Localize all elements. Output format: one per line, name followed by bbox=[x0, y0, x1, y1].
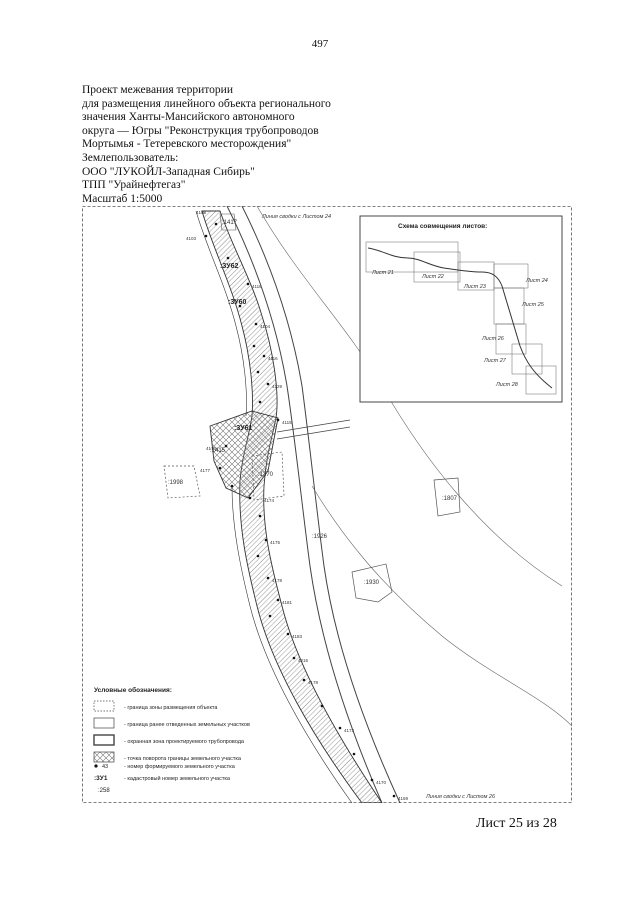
point-label: 4178 bbox=[308, 680, 319, 685]
parcel-label: :3У62 bbox=[220, 263, 238, 270]
parcel-outline bbox=[433, 477, 461, 517]
point-label: 4177 bbox=[200, 468, 211, 473]
header-line: значения Ханты-Мансийского автономного bbox=[82, 111, 295, 124]
legend-symbol-label: :258 bbox=[98, 788, 110, 794]
point-label: 4105 bbox=[196, 210, 207, 215]
point-label: 4173 bbox=[344, 728, 355, 733]
crossing-road bbox=[276, 419, 351, 433]
point-label: 4103 bbox=[186, 236, 197, 241]
join-line-bottom: Линия сводки с Листом 26 bbox=[425, 794, 496, 800]
point-label: 4176 bbox=[206, 446, 217, 451]
join-line-top: Линия сводки с Листом 24 bbox=[261, 214, 331, 220]
cadastral-label: :1417 bbox=[222, 220, 238, 226]
cadastral-label: :1415 bbox=[210, 448, 226, 454]
legend-symbol-point bbox=[94, 764, 98, 768]
point-label: 4175 bbox=[270, 540, 281, 545]
legend-symbol-solid bbox=[93, 717, 115, 729]
point-label: 4104 bbox=[260, 324, 271, 329]
cadastral-label: :1370 bbox=[258, 472, 274, 478]
point-label: 4181 bbox=[282, 600, 293, 605]
inset-sheet-label: Лист 24 bbox=[525, 278, 548, 284]
point-label: 4116 bbox=[268, 356, 278, 361]
document-header: Проект межевания территории для размещен… bbox=[82, 84, 382, 206]
header-line: Проект межевания территории bbox=[82, 84, 233, 96]
point-label: 4215 bbox=[298, 658, 309, 663]
guard-line bbox=[195, 210, 247, 417]
inset-sheet-label: Лист 27 bbox=[483, 358, 507, 364]
header-line: Землепользователь: bbox=[82, 151, 179, 164]
legend-text: - номер формируемого земельного участка bbox=[124, 764, 236, 770]
pipeline-corridor bbox=[201, 210, 383, 803]
survey-map: 4105 4103 4118 4104 4116 4129 4115 4176 … bbox=[82, 206, 572, 803]
map-frame bbox=[82, 206, 572, 803]
legend-symbol-dotted bbox=[93, 700, 115, 712]
cadastral-label: :1930 bbox=[364, 580, 380, 586]
inset-sheet-label: Лист 26 bbox=[481, 336, 505, 342]
road-edge bbox=[226, 206, 383, 803]
cadastral-label: :1998 bbox=[168, 480, 184, 486]
crossing-road bbox=[276, 426, 351, 440]
legend-text: - охранная зона проектируемого трубопров… bbox=[124, 739, 245, 745]
legend-text: - граница зоны размещения объекта bbox=[124, 705, 218, 711]
map-legend: Условные обозначения: - граница зоны раз… bbox=[93, 686, 250, 794]
cadastral-label: :1926 bbox=[312, 534, 328, 540]
point-label: 4129 bbox=[272, 384, 283, 389]
point-label: 4170 bbox=[376, 780, 387, 785]
point-label: 4115 bbox=[282, 420, 292, 425]
header-line: ТПП "Урайнефтегаз" bbox=[82, 179, 186, 192]
pipeline-junction bbox=[209, 410, 279, 499]
legend-title: Условные обозначения: bbox=[94, 686, 172, 694]
terrain-contour bbox=[311, 485, 572, 727]
inset-sheet-label: Лист 28 bbox=[495, 382, 519, 388]
parcel-label: :3У60 bbox=[228, 299, 246, 306]
sheet-counter: Лист 25 из 28 bbox=[476, 816, 557, 831]
legend-symbol-label: 43 bbox=[102, 764, 108, 770]
legend-symbol-hatched bbox=[93, 751, 115, 763]
inset-key-map: Схема совмещения листов: Лист 21 Лист 22… bbox=[359, 215, 563, 403]
inset-sheet-label: Лист 25 bbox=[521, 302, 545, 308]
guard-line bbox=[231, 485, 353, 803]
legend-text: - граница ранее отведенных земельных уча… bbox=[124, 722, 250, 728]
inset-sheet-label: Лист 22 bbox=[421, 274, 444, 280]
legend-text: - точка поворота границы земельного учас… bbox=[124, 756, 242, 762]
legend-symbol-label: :3У1 bbox=[94, 775, 108, 782]
parcel-outline bbox=[351, 563, 393, 603]
road-edge bbox=[241, 206, 401, 803]
header-line: округа — Югры "Реконструкция трубопровод… bbox=[82, 124, 319, 137]
header-line: Масштаб 1:5000 bbox=[82, 192, 163, 205]
cadastral-label: :1807 bbox=[442, 496, 458, 502]
point-label: 4178 bbox=[272, 578, 283, 583]
header-line: для размещения линейного объекта региона… bbox=[82, 97, 331, 110]
parcel-outline bbox=[163, 465, 201, 499]
point-label: 4118 bbox=[252, 284, 262, 289]
header-line: Мортымья - Тетеревского месторождения" bbox=[82, 138, 292, 151]
header-line: ООО "ЛУКОЙЛ-Западная Сибирь" bbox=[82, 165, 255, 178]
parcel-outline bbox=[251, 451, 285, 501]
point-label: 4174 bbox=[264, 498, 275, 503]
legend-text: - кадастровый номер земельного участка bbox=[124, 775, 231, 782]
turning-points bbox=[204, 222, 396, 798]
parcel-outline bbox=[219, 213, 237, 231]
inset-sheet-label: Лист 21 bbox=[371, 270, 394, 276]
page-number: 497 bbox=[311, 38, 329, 50]
parcel-label: :3У61 bbox=[234, 425, 252, 432]
point-label: 4183 bbox=[292, 634, 303, 639]
inset-title: Схема совмещения листов: bbox=[398, 223, 487, 230]
legend-symbol-double bbox=[93, 734, 115, 746]
point-label: 4169 bbox=[398, 796, 409, 801]
inset-sheet-label: Лист 23 bbox=[463, 284, 487, 290]
